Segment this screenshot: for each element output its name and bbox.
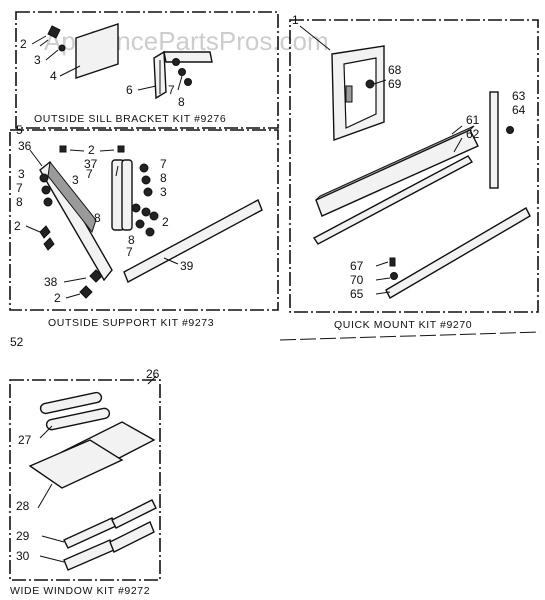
callout-label: 7 bbox=[126, 245, 133, 259]
screw-icon bbox=[39, 225, 51, 239]
quick-mount-kit-ref: 1 bbox=[292, 13, 299, 27]
screw-icon bbox=[79, 285, 93, 299]
callout-label: 3 bbox=[18, 167, 25, 181]
callout-label: 69 bbox=[388, 77, 402, 91]
quick-mount-kit-caption: QUICK MOUNT KIT #9270 bbox=[334, 319, 472, 331]
callout-label: 8 bbox=[160, 171, 167, 185]
callout-label: 29 bbox=[16, 529, 30, 543]
callout-label: 7 bbox=[160, 157, 167, 171]
outside-support-kit-caption: OUTSIDE SUPPORT KIT #9273 bbox=[48, 317, 214, 329]
callout-label: 2 bbox=[20, 37, 27, 51]
nut-icon bbox=[139, 163, 149, 173]
callout-label: 38 bbox=[44, 275, 58, 289]
callout-label: 3 bbox=[160, 185, 167, 199]
sill-plate bbox=[75, 23, 119, 79]
callout-label: 39 bbox=[180, 259, 194, 273]
screw-icon bbox=[365, 79, 375, 89]
callout-label: 8 bbox=[16, 195, 23, 209]
foam-seal bbox=[315, 129, 479, 217]
nut-icon bbox=[149, 211, 159, 221]
nut-icon bbox=[143, 187, 153, 197]
outside-support-kit-ref: 52 bbox=[10, 335, 24, 349]
foam-seal-top bbox=[315, 125, 475, 201]
callout-label: 61 bbox=[466, 113, 480, 127]
screw-icon bbox=[59, 145, 67, 153]
quick-mount-kit: 1 68 69 63 64 61 62 67 bbox=[289, 13, 539, 331]
bottom-rail bbox=[385, 207, 531, 299]
panel-channel bbox=[111, 499, 157, 529]
wide-window-kit-ref: 26 bbox=[146, 367, 160, 381]
nut-icon bbox=[172, 58, 180, 66]
callout-label: 7 bbox=[86, 167, 93, 181]
callout-label: 30 bbox=[16, 549, 30, 563]
callout-label: 3 bbox=[72, 173, 79, 187]
callout-label: 70 bbox=[350, 273, 364, 287]
nut-icon bbox=[145, 227, 155, 237]
sill-bracket-kit-border bbox=[15, 11, 279, 129]
screw-icon bbox=[39, 25, 61, 47]
panel-channel bbox=[109, 521, 155, 553]
separator-line bbox=[279, 331, 541, 341]
gasket-strips bbox=[39, 391, 111, 431]
support-arm bbox=[39, 160, 113, 282]
callout-label: 7 bbox=[16, 181, 23, 195]
callout-label: 37 bbox=[84, 157, 98, 171]
support-bracket bbox=[111, 159, 133, 231]
callout-label: 67 bbox=[350, 259, 364, 273]
sill-bracket-kit: 2 3 4 6 7 8 OUTSIDE SILL BRACKET KIT #92… bbox=[15, 11, 279, 137]
callout-label: 27 bbox=[18, 433, 32, 447]
callout-label: 8 bbox=[178, 95, 185, 109]
callout-label: 62 bbox=[466, 127, 480, 141]
sill-rail bbox=[312, 155, 474, 245]
nut-icon bbox=[135, 219, 145, 229]
screw-icon bbox=[43, 237, 55, 251]
nut-icon bbox=[178, 68, 186, 76]
callout-label: 65 bbox=[350, 287, 364, 301]
screw-icon bbox=[389, 257, 396, 267]
washer-icon bbox=[390, 272, 398, 280]
filler-panel bbox=[28, 439, 124, 489]
screw-icon bbox=[506, 126, 514, 134]
lockwasher-icon bbox=[184, 78, 192, 86]
callout-label: 63 bbox=[512, 89, 526, 103]
side-channel bbox=[489, 91, 499, 189]
callout-label: 2 bbox=[88, 143, 95, 157]
callout-label: 68 bbox=[388, 63, 402, 77]
wide-window-kit-border bbox=[9, 379, 161, 581]
screw-icon bbox=[89, 269, 103, 283]
sill-bracket-kit-caption: OUTSIDE SILL BRACKET KIT #9276 bbox=[34, 113, 226, 125]
quick-mount-kit-border bbox=[289, 19, 539, 313]
nut-icon bbox=[131, 203, 141, 213]
nut-icon bbox=[141, 175, 151, 185]
outside-support-kit: 36 3 7 8 2 37 3 7 8 7 8 3 2 8 2 7 38 2 3… bbox=[9, 129, 279, 349]
wide-window-kit: 26 27 28 29 30 WIDE WINDOW KIT #9272 bbox=[9, 367, 161, 597]
callout-label: 7 bbox=[168, 83, 175, 97]
callout-label: 2 bbox=[14, 219, 21, 233]
callout-label: 8 bbox=[128, 233, 135, 247]
screw-icon bbox=[117, 145, 125, 153]
callout-label: 2 bbox=[162, 215, 169, 229]
callout-label: 64 bbox=[512, 103, 526, 117]
callout-label: 3 bbox=[34, 53, 41, 67]
nut-icon bbox=[141, 207, 151, 217]
outside-support-kit-border bbox=[9, 129, 279, 311]
nut-icon bbox=[43, 197, 53, 207]
callout-label: 8 bbox=[94, 211, 101, 225]
mounting-frame bbox=[331, 45, 385, 141]
callout-label: 36 bbox=[18, 139, 32, 153]
nut-icon bbox=[41, 185, 51, 195]
nut-icon bbox=[39, 173, 49, 183]
support-rail bbox=[123, 199, 263, 283]
callout-label: 4 bbox=[50, 69, 57, 83]
callout-label: 2 bbox=[54, 291, 61, 305]
washer-icon bbox=[58, 44, 66, 52]
callout-label: 6 bbox=[126, 83, 133, 97]
callout-label: 28 bbox=[16, 499, 30, 513]
wide-window-kit-caption: WIDE WINDOW KIT #9272 bbox=[10, 585, 150, 597]
